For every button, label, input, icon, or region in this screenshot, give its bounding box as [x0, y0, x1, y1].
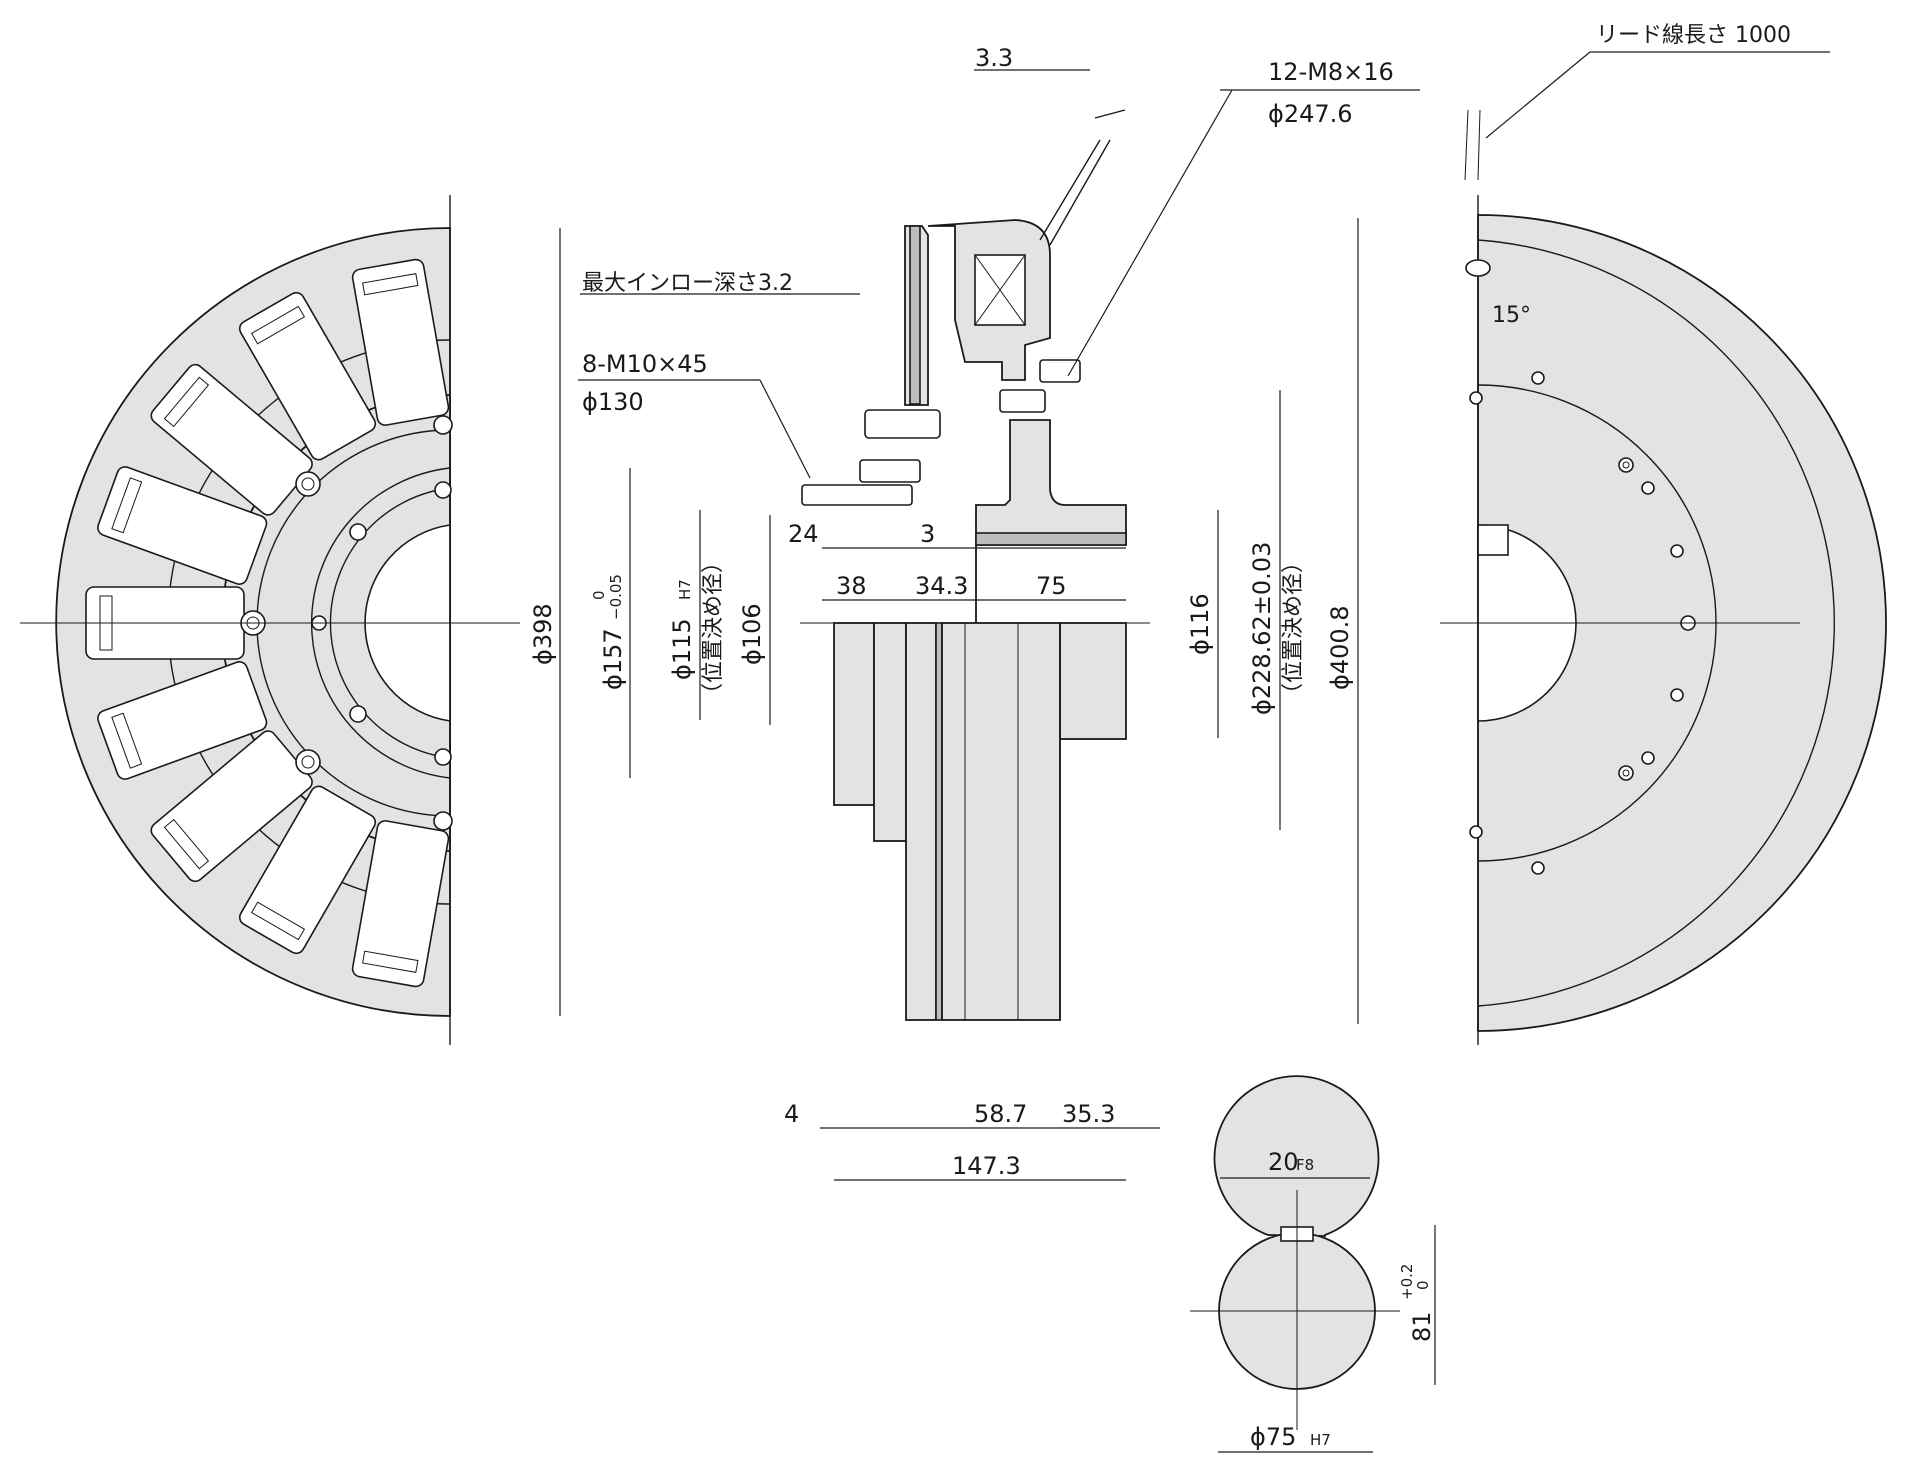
dia-106-label: ϕ106: [738, 603, 766, 665]
dim-34-3: 34.3: [915, 572, 968, 600]
dim-147-3: 147.3: [952, 1152, 1021, 1180]
dia-247-label: ϕ247.6: [1268, 100, 1353, 128]
radial-slots: [85, 258, 450, 988]
dia-157-tol-upper: 0: [590, 590, 608, 600]
right-end-view: [1440, 109, 1887, 1045]
pos-dia-label-left: （位置決め径）: [701, 551, 726, 705]
key-depth-label: 81: [1408, 1311, 1436, 1342]
key-width-label: 20: [1268, 1148, 1299, 1176]
dim-38: 38: [836, 572, 867, 600]
key-width-fit: F8: [1296, 1156, 1314, 1174]
dia-115-fit: H7: [676, 579, 694, 600]
lead-wire-label: リード線長さ 1000: [1596, 23, 1791, 48]
bolt-holes-right: [1469, 371, 1696, 875]
dim-24: 24: [788, 520, 819, 548]
angle-15-label: 15°: [1492, 303, 1531, 328]
dim-75: 75: [1036, 572, 1067, 600]
dia-157-tol-lower: −0.05: [607, 574, 625, 620]
text-labels: リード線長さ 1000 3.3 12-M8×16 ϕ247.6 最大インロー深さ…: [529, 23, 1791, 1451]
key-depth-tol-upper: +0.2: [1398, 1264, 1416, 1300]
dim-3: 3: [920, 520, 935, 548]
dia-400-label: ϕ400.8: [1326, 605, 1354, 690]
dia-130-label: ϕ130: [582, 388, 644, 416]
key-depth-tol-lower: 0: [1414, 1280, 1432, 1290]
left-end-view: [20, 195, 520, 1045]
keyway-detail: [1190, 1075, 1400, 1430]
bolt-12-label: 12-M8×16: [1268, 58, 1394, 86]
dia-157-label: ϕ157: [599, 628, 627, 690]
bolt-8-label: 8-M10×45: [582, 350, 708, 378]
mounting-hub: [833, 622, 875, 806]
dim-58-7: 58.7: [974, 1100, 1027, 1128]
dim-3-3: 3.3: [975, 44, 1013, 72]
dimension-lines: [559, 51, 1830, 1453]
bore-fit: H7: [1310, 1431, 1331, 1449]
dia-228-label: ϕ228.62±0.03: [1248, 542, 1276, 715]
dim-4: 4: [784, 1100, 799, 1128]
spigot-depth-label: 最大インロー深さ3.2: [582, 271, 793, 296]
dia-116-label: ϕ116: [1186, 593, 1214, 655]
dia-398-label: ϕ398: [529, 603, 557, 665]
bore-label: ϕ75: [1250, 1423, 1296, 1451]
pos-dia-label-right: （位置決め径）: [1281, 551, 1306, 705]
center-section-view: [800, 109, 1150, 1021]
bolts-section: [801, 359, 1081, 506]
dia-115-label: ϕ115: [668, 618, 696, 680]
dim-35-3: 35.3: [1062, 1100, 1115, 1128]
